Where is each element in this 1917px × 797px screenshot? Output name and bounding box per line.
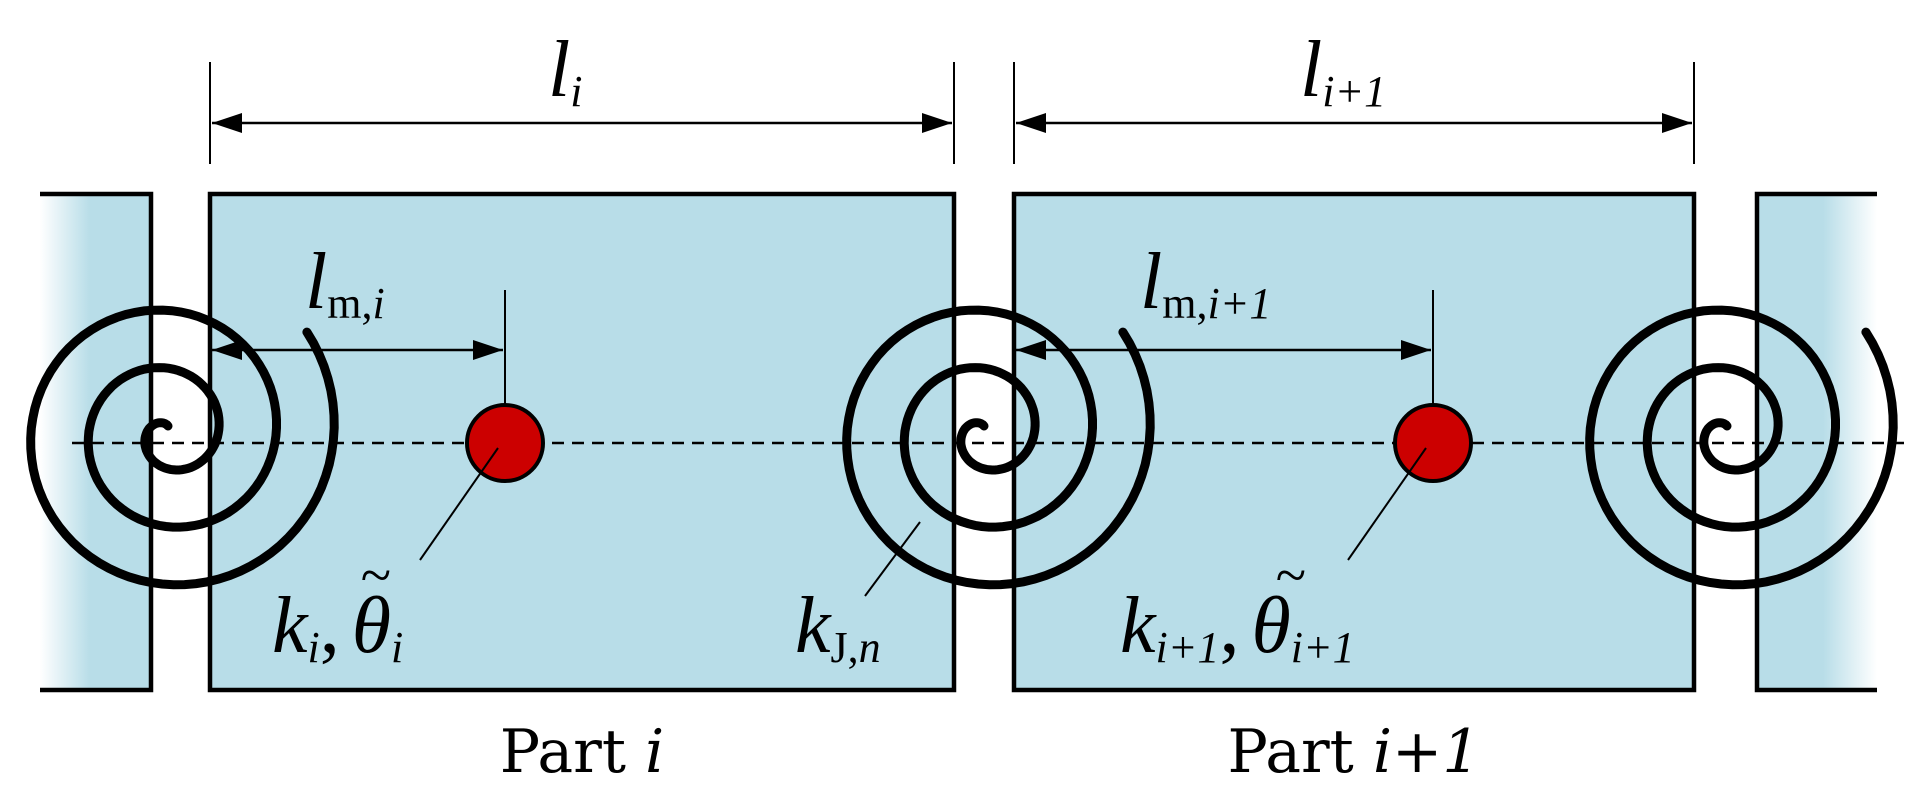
stiffness-label-i-plus-1: ki+1,θi+1 ~ — [1120, 545, 1355, 672]
leader-line-mass-i-plus-1 — [1347, 447, 1427, 561]
svg-text:ki+1,θi+1: ki+1,θi+1 — [1120, 582, 1355, 672]
mass-distance-label-i-plus-1: lm,i+1 — [1140, 238, 1271, 328]
length-label-i-plus-1: li+1 — [1300, 26, 1386, 116]
spiral-spring-icon — [26, 305, 339, 590]
svg-text:~: ~ — [1275, 545, 1305, 607]
mass-distance-dimension-i — [212, 290, 506, 405]
stiffness-label-i: ki,θi ~ — [272, 545, 403, 672]
leader-line-mass-i — [419, 447, 499, 561]
length-dimension-i-plus-1 — [1013, 62, 1695, 164]
joint-stiffness-label: kJ,n — [795, 582, 881, 672]
mass-distance-dimension-i-plus-1 — [1016, 290, 1434, 405]
part-caption-i: Part i — [500, 717, 665, 787]
spiral-spring-icon — [842, 305, 1155, 590]
length-label-i: li — [548, 26, 582, 116]
mass-distance-label-i: lm,i — [305, 238, 385, 328]
point-mass-icon — [465, 403, 545, 483]
length-dimension-i — [209, 62, 955, 164]
point-mass-icon — [1393, 403, 1473, 483]
svg-text:~: ~ — [360, 545, 390, 607]
spiral-spring-icon — [1585, 305, 1898, 590]
part-caption-i-plus-1: Part i+1 — [1228, 717, 1481, 787]
leader-line-joint — [864, 521, 921, 597]
svg-text:ki,θi: ki,θi — [272, 582, 403, 672]
